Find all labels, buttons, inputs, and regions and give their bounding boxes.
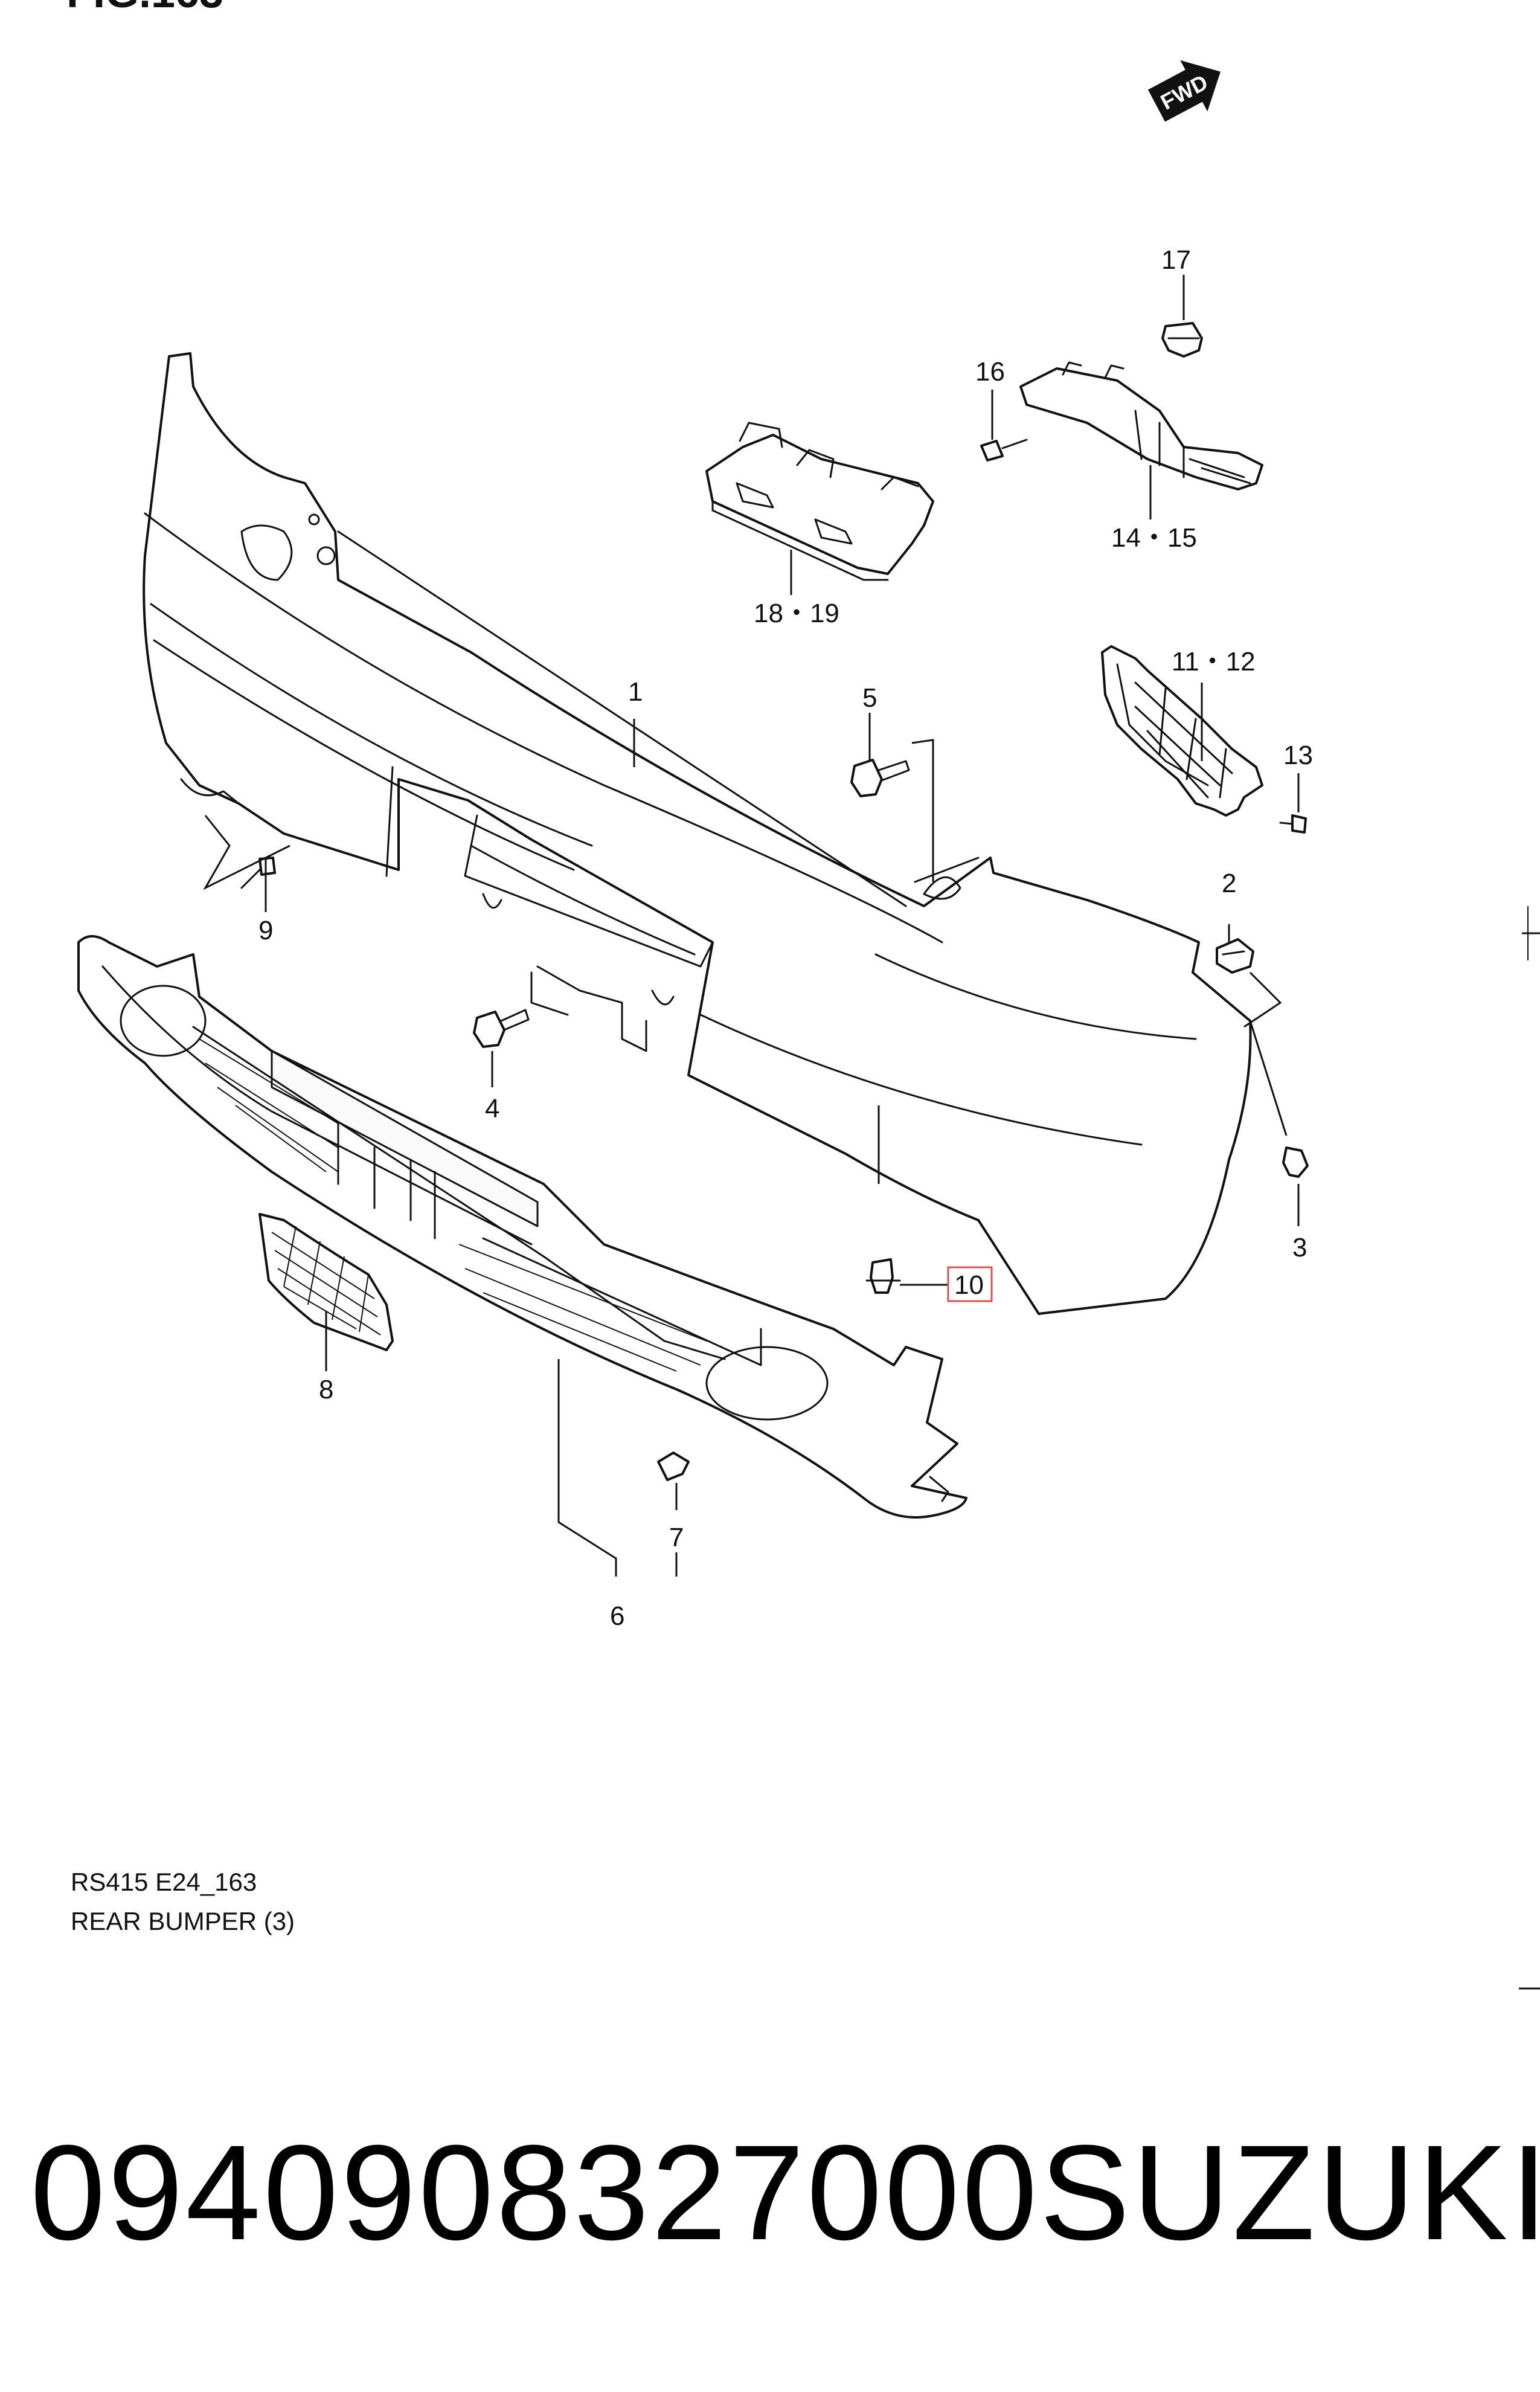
bracket-14-15 — [1019, 361, 1263, 490]
screw-9-icon — [240, 857, 276, 889]
bolt-5-icon — [850, 759, 910, 797]
figure-title: FIG.163 — [66, 0, 223, 17]
callout-14-15: 14・15 — [1111, 523, 1197, 553]
clip-17-icon — [1161, 322, 1203, 358]
callout-17: 17 — [1161, 245, 1191, 275]
clip-7-icon — [657, 1452, 690, 1481]
clip-3-icon — [1282, 1146, 1309, 1178]
leader-lines — [203, 275, 1300, 1577]
clip-10-icon — [865, 1258, 901, 1294]
fwd-arrow-icon: FWD — [1147, 60, 1221, 122]
bracket-18-19 — [705, 422, 934, 581]
grille-insert — [258, 1213, 394, 1351]
parts-diagram: FIG.163 FWD — [66, 0, 1540, 1990]
screw-13-icon — [1279, 814, 1307, 834]
callout-11-12: 11・12 — [1172, 647, 1256, 677]
callout-5: 5 — [862, 683, 877, 713]
figure-name: REAR BUMPER (3) — [71, 1907, 295, 1935]
brand-name: SUZUKI — [1039, 2117, 1540, 2268]
figure-model-code: RS415 E24_163 — [71, 1868, 257, 1896]
callout-10-highlight — [947, 1266, 993, 1302]
part-number: 0940908327000 — [30, 2117, 1040, 2268]
callout-8: 8 — [319, 1375, 333, 1404]
callout-3: 3 — [1292, 1233, 1307, 1262]
callout-6: 6 — [610, 1601, 624, 1631]
screw-16-icon — [980, 439, 1028, 461]
callout-7: 7 — [669, 1523, 684, 1552]
part-number-footer: 0940908327000 SUZUKI — [0, 1993, 1540, 2392]
callout-9: 9 — [258, 916, 273, 945]
nut-2-icon — [1216, 938, 1254, 974]
rear-diffuser — [77, 935, 967, 1519]
callout-1: 1 — [628, 677, 643, 707]
callout-16: 16 — [975, 357, 1005, 387]
callout-10: 10 — [954, 1270, 984, 1300]
bolt-4-icon — [473, 1009, 530, 1048]
callout-13: 13 — [1283, 741, 1313, 770]
callout-4: 4 — [485, 1094, 499, 1124]
callout-2: 2 — [1222, 869, 1236, 898]
bracket-11-12 — [1101, 645, 1263, 817]
rear-bumper-cover — [143, 352, 1252, 1315]
callout-18-19: 18・19 — [754, 599, 839, 628]
